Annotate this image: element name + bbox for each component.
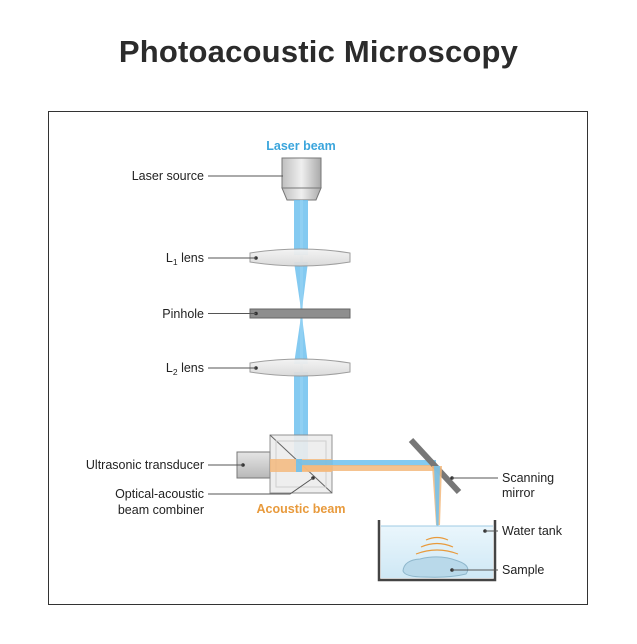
l1-lens-letter: L [166, 251, 173, 265]
laser-source-label: Laser source [132, 169, 204, 183]
pinhole [249, 308, 351, 319]
l2-lens-subscript: 2 [173, 367, 178, 377]
page-title: Photoacoustic Microscopy [118, 34, 519, 69]
horizontal-beams [270, 459, 436, 480]
l1-lens-label: L1 lens [166, 251, 204, 267]
ultrasonic-transducer-label: Ultrasonic transducer [86, 458, 204, 472]
sample-label: Sample [502, 563, 544, 577]
water-tank-label: Water tank [502, 524, 563, 538]
leader-lines [208, 175, 498, 571]
l1-lens [249, 248, 351, 267]
laser-beam [294, 200, 308, 466]
l2-lens-suffix: lens [178, 361, 204, 375]
scanning-mirror-label-line2: mirror [502, 486, 535, 500]
laser-source [281, 157, 322, 201]
l1-lens-suffix: lens [178, 251, 204, 265]
combiner-label-line1: Optical-acoustic [115, 487, 204, 501]
water-tank [377, 520, 497, 582]
laser-beam-label: Laser beam [266, 139, 335, 153]
scanning-mirror-label-line1: Scanning [502, 471, 554, 485]
acoustic-beam-label: Acoustic beam [257, 502, 346, 516]
downward-beam [432, 466, 442, 528]
diagram-frame [48, 111, 588, 605]
l2-lens-label: L2 lens [166, 361, 204, 377]
pinhole-label: Pinhole [162, 307, 204, 321]
l2-lens-letter: L [166, 361, 173, 375]
l1-lens-subscript: 1 [173, 257, 178, 267]
acoustic-waves [415, 536, 459, 555]
l2-lens [249, 358, 351, 377]
combiner-label-line2: beam combiner [118, 503, 204, 517]
